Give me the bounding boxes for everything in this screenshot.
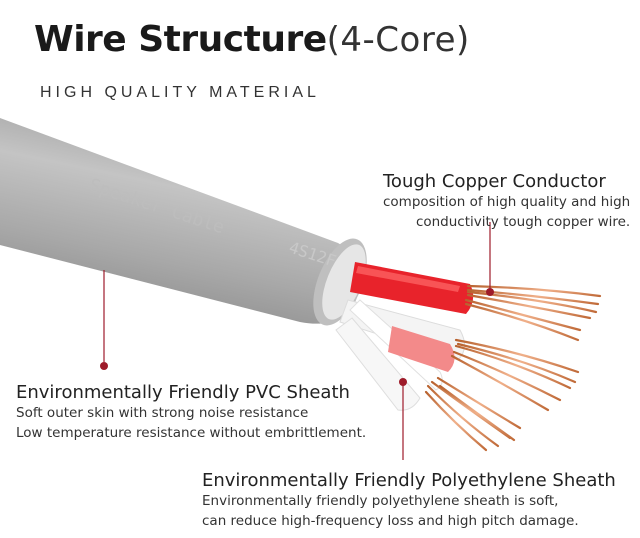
- label-pe-heading: Environmentally Friendly Polyethylene Sh…: [202, 470, 616, 491]
- pink-core: [388, 326, 455, 372]
- page-subtitle: HIGH QUALITY MATERIAL: [40, 84, 320, 101]
- label-pe-desc-2: can reduce high-frequency loss and high …: [202, 513, 579, 529]
- label-pe-desc-1: Environmentally friendly polyethylene sh…: [202, 493, 559, 509]
- label-pvc-heading: Environmentally Friendly PVC Sheath: [16, 382, 350, 403]
- label-copper-desc-2: conductivity tough copper wire.: [415, 214, 631, 230]
- label-copper-conductor: Tough Copper Conductor composition of hi…: [383, 171, 630, 232]
- title-suffix: (4-Core): [326, 20, 470, 60]
- label-pvc-desc-1: Soft outer skin with strong noise resist…: [16, 405, 309, 421]
- label-pvc-sheath: Environmentally Friendly PVC Sheath Soft…: [16, 382, 366, 443]
- label-pe-sheath: Environmentally Friendly Polyethylene Sh…: [202, 470, 616, 531]
- label-pvc-desc-2: Low temperature resistance without embri…: [16, 425, 367, 441]
- label-copper-heading: Tough Copper Conductor: [383, 171, 606, 192]
- leader-pvc: [100, 270, 108, 370]
- copper-strands: [424, 284, 602, 452]
- red-core: [350, 262, 474, 314]
- title-main: Wire Structure: [34, 19, 327, 60]
- leader-copper: [486, 222, 494, 296]
- label-copper-desc-1: composition of high quality and high: [383, 194, 631, 210]
- leader-pe: [399, 378, 407, 460]
- page-title: Wire Structure(4-Core): [34, 22, 470, 58]
